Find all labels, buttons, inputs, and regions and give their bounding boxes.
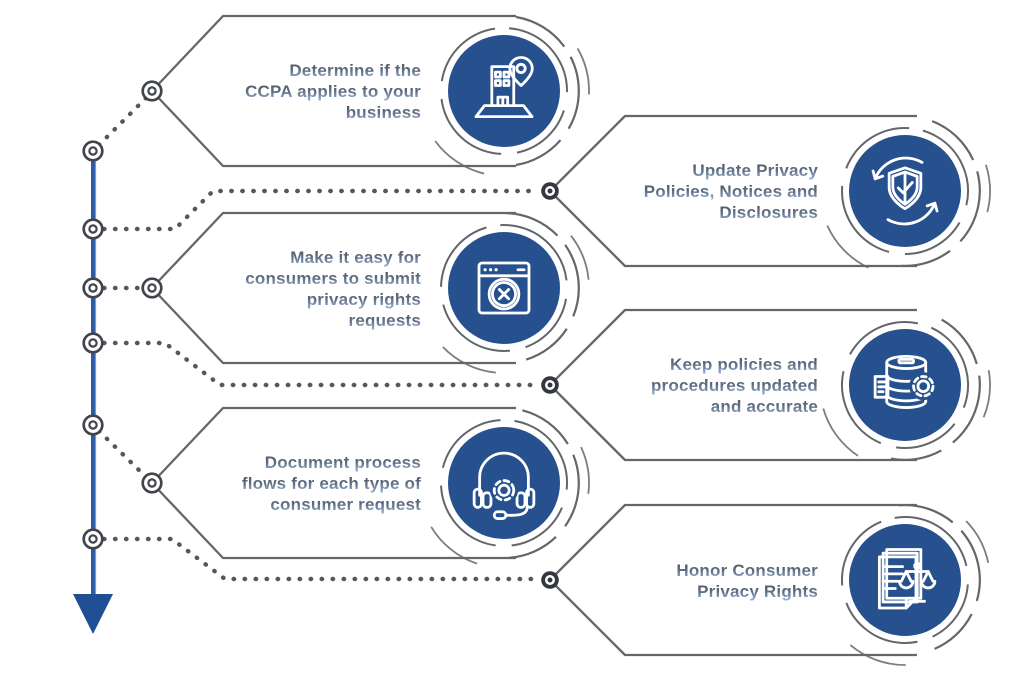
timeline-arrow-icon — [73, 594, 113, 634]
timeline-node — [82, 414, 104, 436]
step-label-line: Disclosures — [488, 202, 818, 223]
step-label-line: consumers to submit — [91, 268, 421, 289]
step-6-badge — [849, 524, 961, 636]
timeline-node — [82, 218, 104, 240]
step-label-line: Update Privacy — [488, 160, 818, 181]
banner-outline — [549, 114, 917, 268]
step-5-label: Document process flows for each type of … — [91, 452, 421, 515]
step-label-line: Make it easy for — [91, 247, 421, 268]
connector-dotted-line — [96, 428, 149, 480]
headset-support-icon — [472, 451, 536, 520]
browser-error-icon — [477, 261, 531, 315]
step-label-line: Honor Consumer — [488, 560, 818, 581]
step-2-label: Update Privacy Policies, Notices and Dis… — [488, 160, 818, 223]
step-label-line: procedures updated — [488, 375, 818, 396]
step-2-badge — [849, 135, 961, 247]
timeline-node — [82, 140, 104, 162]
step-3-badge — [448, 232, 560, 344]
step-1-label: Determine if the CCPA applies to your bu… — [91, 60, 421, 123]
step-6-label: Honor Consumer Privacy Rights — [488, 560, 818, 602]
step-label-line: Privacy Rights — [488, 581, 818, 602]
step-label-line: CCPA applies to your — [91, 81, 421, 102]
step-label-line: requests — [91, 310, 421, 331]
building-location-icon — [474, 56, 534, 118]
banner-outline — [549, 308, 917, 462]
connector-dotted-line — [101, 188, 540, 232]
step-5-badge — [448, 427, 560, 539]
step-1-badge — [448, 35, 560, 147]
step-label-line: privacy rights — [91, 289, 421, 310]
banner-outline — [151, 14, 516, 168]
timeline-node — [82, 332, 104, 354]
step-label-line: flows for each type of — [91, 473, 421, 494]
step-label-line: Determine if the — [91, 60, 421, 81]
banner-outline — [151, 406, 516, 560]
timeline-node — [82, 528, 104, 550]
connector-dotted-line — [101, 536, 540, 582]
step-4-badge — [849, 329, 961, 441]
documents-scales-icon — [878, 548, 937, 610]
step-label-line: and accurate — [488, 396, 818, 417]
database-gear-icon — [873, 354, 938, 409]
banner-outline — [151, 211, 516, 365]
step-4-label: Keep policies and procedures updated and… — [488, 354, 818, 417]
step-label-line: Document process — [91, 452, 421, 473]
step-label-line: Keep policies and — [488, 354, 818, 375]
step-label-line: consumer request — [91, 494, 421, 515]
connector-dotted-line — [96, 95, 149, 148]
dotted-connectors — [96, 95, 540, 582]
shield-refresh-icon — [871, 156, 939, 226]
banner-outlines — [151, 14, 917, 657]
step-label-line: business — [91, 102, 421, 123]
step-label-line: Policies, Notices and — [488, 181, 818, 202]
banner-outline — [549, 503, 917, 657]
step-3-label: Make it easy for consumers to submit pri… — [91, 247, 421, 331]
